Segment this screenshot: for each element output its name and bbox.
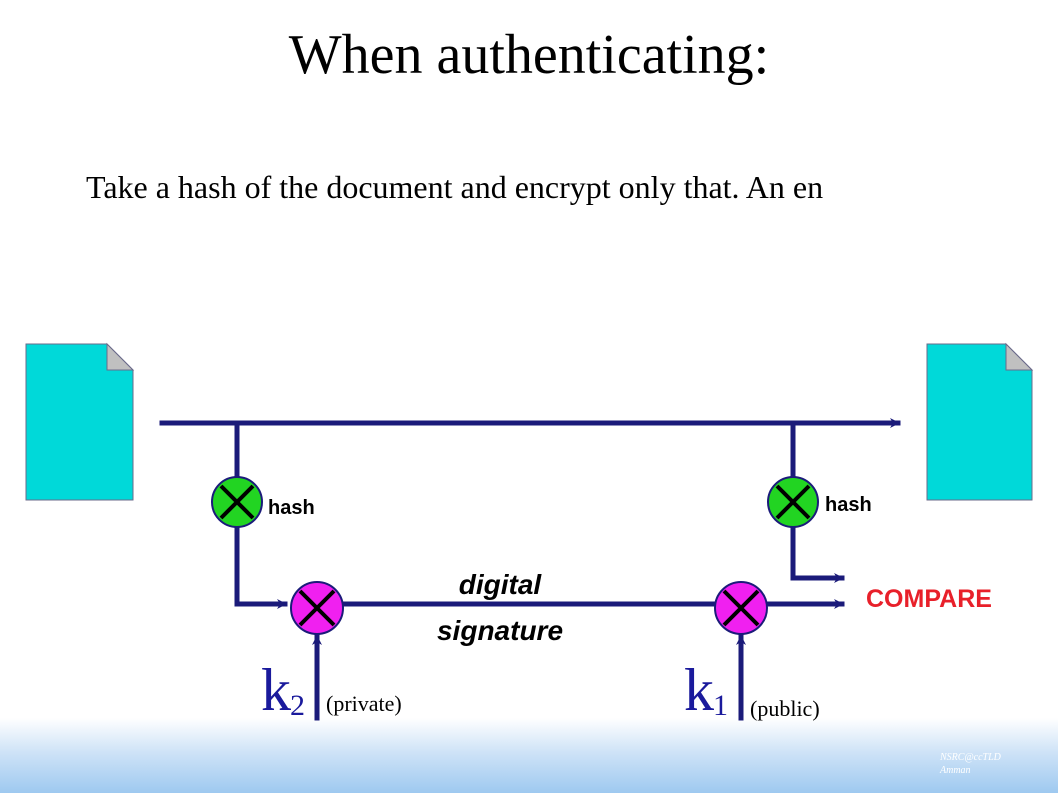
hash-label-left: hash	[268, 497, 315, 519]
public-key-symbol: k	[684, 657, 714, 723]
slide-subtitle: Take a hash of the document and encrypt …	[86, 169, 824, 205]
digital-label: digital	[459, 569, 543, 600]
decrypt-node	[714, 581, 768, 635]
hash-node-right	[767, 476, 819, 528]
footer-credit-line1: NSRC@ccTLD	[940, 752, 1001, 763]
received-document-icon	[926, 342, 1034, 501]
private-key-subscript: 2	[290, 689, 305, 722]
public-key-note: (public)	[750, 696, 820, 721]
compare-label: COMPARE	[866, 585, 992, 613]
hash-node-left	[211, 476, 263, 528]
source-document-icon	[25, 342, 135, 501]
slide-title: When authenticating:	[288, 24, 770, 86]
private-key-symbol: k	[261, 657, 291, 723]
encrypt-node	[290, 581, 344, 635]
hash-to-compare-arrow	[790, 525, 845, 583]
private-key-note: (private)	[326, 691, 402, 716]
footer-credit-line2: Amman	[940, 764, 971, 776]
footer-credit: NSRC@ccTLD Amman	[940, 752, 1001, 777]
hash-to-encrypt-arrow	[234, 525, 288, 609]
public-key-subscript: 1	[713, 689, 728, 722]
signature-label: signature	[437, 615, 563, 646]
hash-label-right: hash	[825, 494, 872, 516]
footer-gradient-band	[0, 718, 1058, 793]
